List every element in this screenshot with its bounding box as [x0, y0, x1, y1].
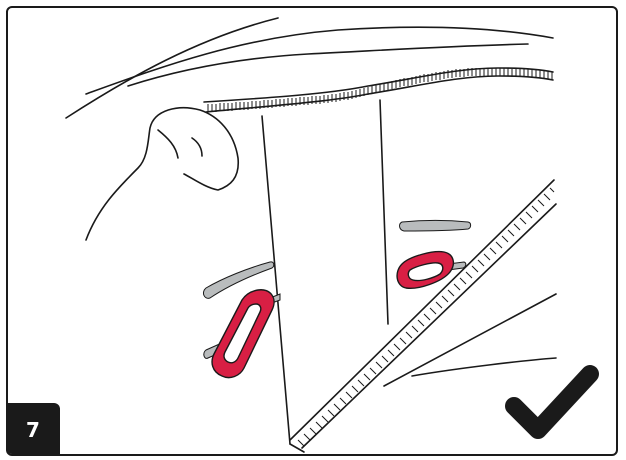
slot-right-upper — [400, 221, 471, 232]
hand-thumb — [158, 130, 178, 158]
cover-zipper-line-1 — [204, 68, 553, 102]
panel-seam-left — [262, 116, 290, 444]
red-clip-right — [397, 252, 453, 289]
panel-seam-right — [380, 100, 388, 324]
checkmark-icon — [504, 360, 600, 444]
step-number: 7 — [26, 418, 40, 442]
cover-outline-top — [66, 18, 278, 118]
instruction-panel — [6, 6, 618, 456]
cover-outline-inner — [86, 27, 553, 94]
hand-outline — [86, 108, 238, 240]
step-number-badge: 7 — [6, 403, 60, 454]
red-clip-left — [212, 290, 274, 378]
hand-finger-line — [192, 138, 202, 156]
